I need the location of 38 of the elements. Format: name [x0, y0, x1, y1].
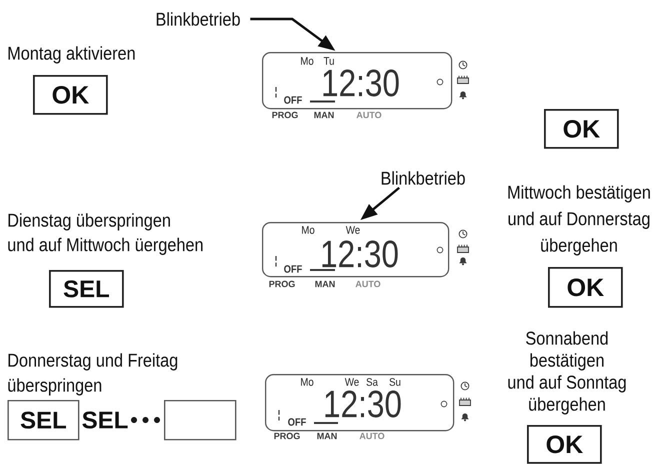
key-label: SEL	[82, 411, 128, 428]
status-label: OFF	[288, 418, 306, 426]
day-label: We	[346, 226, 360, 234]
day-label: Mo	[301, 57, 314, 65]
blank-key	[164, 400, 236, 440]
time-digits: 12:30	[322, 240, 398, 268]
key-button: SEL	[49, 270, 124, 308]
instruction-text: Montag aktivieren	[8, 46, 135, 64]
mode-label: AUTO	[356, 112, 382, 118]
day-label: Tu	[324, 57, 334, 65]
mode-label: PROG	[269, 280, 295, 288]
mode-label: MAN	[315, 280, 335, 288]
instruction-text: Donnerstag und Freitag überspringen	[8, 353, 178, 396]
mode-label: PROG	[272, 112, 298, 118]
status-label: OFF	[284, 265, 302, 273]
mode-label: MAN	[314, 112, 334, 118]
mode-label: AUTO	[360, 432, 384, 440]
callout-text: Blinkbetrieb	[382, 171, 465, 185]
instruction-text: Mittwoch bestätigen und auf Donnerstag übergehen	[508, 185, 650, 256]
status-label: OFF	[284, 96, 302, 104]
day-label: Mo	[302, 226, 314, 234]
key-button: OK	[527, 425, 602, 464]
instruction-text: Dienstag überspringen und auf Mittwoch üergehen	[8, 213, 202, 255]
key-button: OK	[544, 109, 619, 149]
instruction-text: Sonnabend bestätigen und auf Sonntag übergehen	[508, 331, 626, 414]
day-label: Mo	[301, 378, 314, 386]
day-label: Sa	[366, 378, 378, 386]
mode-label: MAN	[317, 432, 337, 440]
key-button: OK	[548, 267, 623, 308]
mode-label: AUTO	[356, 280, 380, 288]
time-digits: 12:30	[325, 390, 401, 418]
mode-label: PROG	[274, 432, 300, 440]
day-label: We	[344, 378, 359, 386]
key-button: OK	[33, 75, 108, 115]
key-button: SEL	[8, 400, 80, 440]
callout-text: Blinkbetrieb	[156, 12, 240, 26]
time-digits: 12:30	[323, 70, 399, 96]
day-label: Su	[390, 378, 400, 386]
